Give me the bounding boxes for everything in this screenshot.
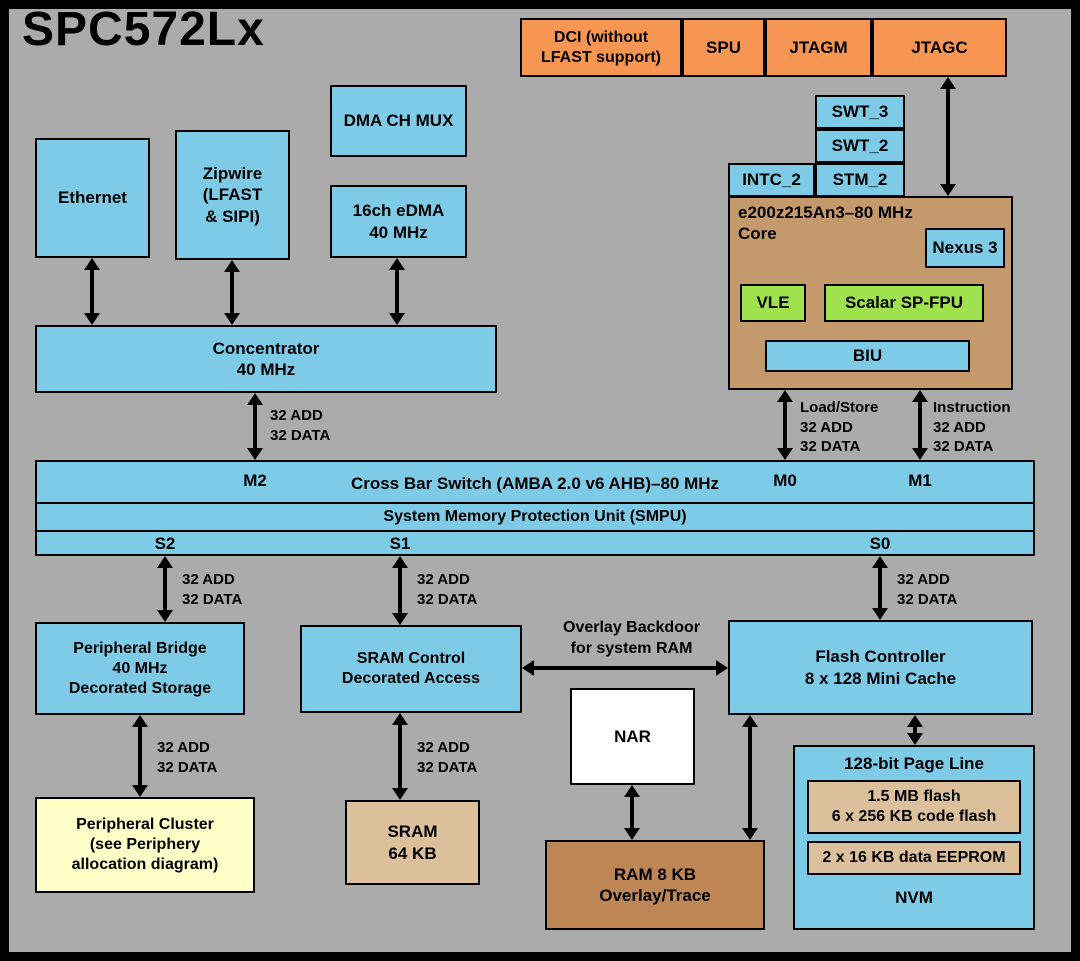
block-ethernet: Ethernet [35,138,150,258]
block-nexus3: Nexus 3 [925,228,1005,268]
arrow-zipwire-concentrator [224,260,240,325]
block-sram-control: SRAM Control Decorated Access [300,625,522,713]
block-jtagc: JTAGC [872,18,1007,77]
arrow-flash-pageline [907,715,923,745]
bus-label-bridge: 32 ADD 32 DATA [157,739,218,776]
block-sram: SRAM 64 KB [345,800,480,885]
block-swt2: SWT_2 [815,129,905,163]
block-concentrator: Concentrator 40 MHz [35,325,497,393]
crossbar-title: Cross Bar Switch (AMBA 2.0 v6 AHB)–80 MH… [350,474,720,493]
overlay-backdoor-label: Overlay Backdoor for system RAM [563,619,700,657]
arrow-concentrator-m2 [247,393,263,460]
block-dci: DCI (without LFAST support) [520,18,682,77]
block-intc2: INTC_2 [728,163,815,197]
arrow-core-m0 [777,390,793,460]
block-data-eeprom: 2 x 16 KB data EEPROM [807,841,1021,875]
block-page-line: 128-bit Page Line 1.5 MB flash 6 x 256 K… [793,745,1035,930]
block-peripheral-bridge: Peripheral Bridge 40 MHz Decorated Stora… [35,622,245,715]
diagram-title: SPC572Lx [22,3,265,56]
block-stm2: STM_2 [815,163,905,197]
block-flash-controller: Flash Controller 8 x 128 Mini Cache [728,620,1033,715]
arrow-sramcontrol-sram [392,713,408,800]
arrow-overlay-backdoor [522,660,728,676]
bus-label-sram: 32 ADD 32 DATA [417,739,478,776]
smpu-label: System Memory Protection Unit (SMPU) [383,508,687,525]
block-zipwire: Zipwire (LFAST & SIPI) [175,130,290,260]
page-line-title: 128-bit Page Line [844,754,984,773]
block-ram-overlay: RAM 8 KB Overlay/Trace [545,840,765,930]
arrow-core-m1 [912,390,928,460]
block-crossbar [35,460,1035,556]
block-code-flash: 1.5 MB flash 6 x 256 KB code flash [807,780,1021,834]
bus-label-m2: 32 ADD 32 DATA [270,407,331,444]
arrow-edma-concentrator [389,258,405,325]
arrow-flash-ram [742,715,758,840]
arrow-jtagc-core [940,77,956,196]
core-label: e200z215An3–80 MHz Core [738,203,913,244]
block-jtagm: JTAGM [765,18,872,77]
arrow-ethernet-concentrator [84,258,100,325]
block-edma: 16ch eDMA 40 MHz [330,185,467,258]
block-swt3: SWT_3 [815,95,905,129]
arrow-bridge-cluster [132,715,148,797]
port-m1: M1 [908,471,932,490]
bus-label-s1: 32 ADD 32 DATA [417,571,478,608]
block-scalar-sp-fpu: Scalar SP-FPU [824,284,984,322]
port-s0: S0 [869,534,891,553]
block-dma-ch-mux: DMA CH MUX [330,85,467,157]
arrow-s1-sram-control [392,556,408,625]
port-s2: S2 [154,534,176,553]
crossbar-divider-2 [37,530,1033,532]
block-nar: NAR [570,688,695,785]
block-biu: BIU [765,340,970,372]
port-m2: M2 [243,471,267,490]
port-m0: M0 [773,471,797,490]
port-s1: S1 [389,534,411,553]
bus-label-instruction: Instruction 32 ADD 32 DATA [933,399,1011,455]
arrow-nar-ram [624,785,640,840]
bus-label-load-store: Load/Store 32 ADD 32 DATA [800,399,879,455]
block-spu: SPU [682,18,765,77]
nvm-label: NVM [895,888,933,907]
bus-label-s0: 32 ADD 32 DATA [897,571,958,608]
arrow-s0-flash-controller [872,556,888,620]
bus-label-s2: 32 ADD 32 DATA [182,571,243,608]
crossbar-divider-1 [37,502,1033,504]
block-peripheral-cluster: Peripheral Cluster (see Periphery alloca… [35,797,255,893]
block-vle: VLE [740,284,806,322]
arrow-s2-peripheral-bridge [157,556,173,622]
